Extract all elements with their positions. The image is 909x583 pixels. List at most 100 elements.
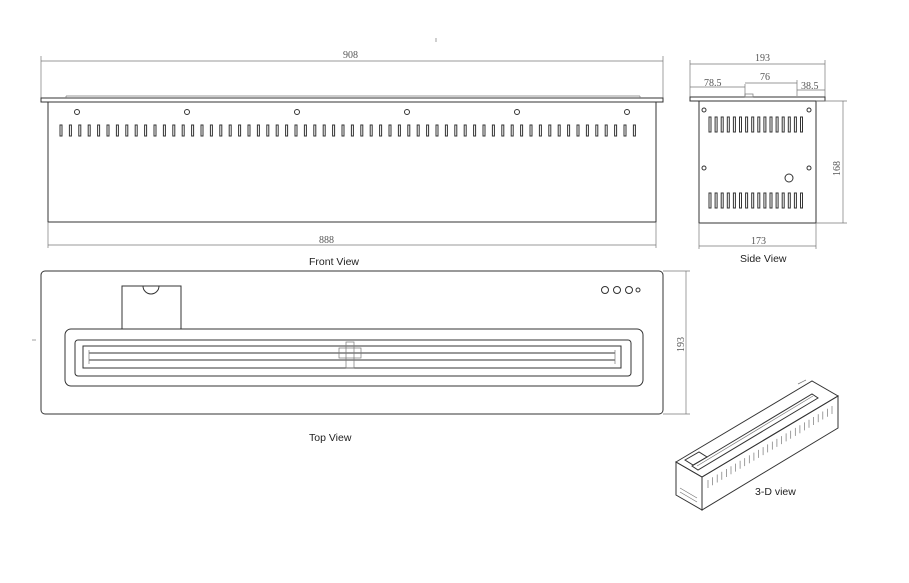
vent-slot xyxy=(482,124,486,137)
vent-slot xyxy=(97,124,101,137)
vent-slot xyxy=(360,124,364,137)
screw-icon xyxy=(624,109,630,115)
vent-slot xyxy=(732,116,736,133)
vent-slot xyxy=(623,124,627,137)
vent-slot xyxy=(181,124,185,137)
vent-slot xyxy=(59,124,63,137)
vent-slot xyxy=(769,192,773,209)
side-dim-top: 193 xyxy=(755,53,770,64)
vent-slot xyxy=(520,124,524,137)
vent-slot xyxy=(162,124,166,137)
vent-slot xyxy=(332,124,336,137)
vent-slot xyxy=(256,124,260,137)
vent-slot xyxy=(209,124,213,137)
front-vent-slots xyxy=(59,124,636,137)
vent-slot xyxy=(763,116,767,133)
button-icon xyxy=(613,286,621,294)
burner-tray xyxy=(64,328,644,387)
vent-slot xyxy=(720,116,724,133)
vent-slot xyxy=(303,124,307,137)
vent-slot xyxy=(266,124,270,137)
side-vent-slots-upper xyxy=(708,116,803,133)
vent-slot xyxy=(200,124,204,137)
vent-slot xyxy=(708,192,712,209)
front-dim-top: 908 xyxy=(343,50,358,61)
screw-icon xyxy=(294,109,300,115)
vent-slot xyxy=(800,192,803,209)
vent-slot xyxy=(322,124,326,137)
vent-slot xyxy=(745,116,749,133)
vent-slot xyxy=(781,192,785,209)
vent-slot xyxy=(726,192,730,209)
vent-slot xyxy=(751,192,755,209)
vent-slot xyxy=(313,124,317,137)
vent-slot xyxy=(294,124,298,137)
vent-slot xyxy=(595,124,599,137)
vent-slot xyxy=(491,124,495,137)
vent-slot xyxy=(275,124,279,137)
side-dim-bottom: 173 xyxy=(751,236,766,247)
vent-slot xyxy=(529,124,533,137)
vent-slot xyxy=(78,124,82,137)
vent-slot xyxy=(238,124,242,137)
vent-slot xyxy=(732,192,736,209)
vent-slot xyxy=(172,124,176,137)
vent-slot xyxy=(501,124,505,137)
side-dim-height: 168 xyxy=(832,161,843,176)
vent-slot xyxy=(228,124,232,137)
vent-slot xyxy=(585,124,589,137)
front-screw-row xyxy=(74,109,630,115)
vent-slot xyxy=(369,124,373,137)
vent-slot xyxy=(793,116,797,133)
vent-slot xyxy=(115,124,119,137)
3d-vent-slots xyxy=(707,406,833,488)
vent-slot xyxy=(714,192,718,209)
vent-slot xyxy=(548,124,552,137)
front-dim-bottom: 888 xyxy=(319,235,334,246)
vent-slot xyxy=(775,116,779,133)
vent-slot xyxy=(726,116,730,133)
screw-icon xyxy=(74,109,80,115)
3d-view-caption: 3-D view xyxy=(755,486,796,498)
screw-icon xyxy=(806,107,812,113)
vent-slot xyxy=(379,124,383,137)
screw-icon xyxy=(514,109,520,115)
vent-slot xyxy=(388,124,392,137)
vent-slot xyxy=(567,124,571,137)
top-dim-height: 193 xyxy=(676,337,687,352)
button-icon xyxy=(601,286,609,294)
side-vent-slots-lower xyxy=(708,192,803,209)
vent-slot xyxy=(341,124,345,137)
vent-slot xyxy=(68,124,72,137)
vent-slot xyxy=(125,124,129,137)
front-view: 908 888 Front View xyxy=(40,50,664,268)
vent-slot xyxy=(757,116,761,133)
side-dim-right: 38.5 xyxy=(801,81,819,92)
vent-slot xyxy=(247,124,251,137)
top-view: 193 Top View xyxy=(40,270,690,444)
screw-icon xyxy=(701,165,707,171)
vent-slot xyxy=(739,192,742,209)
vent-slot xyxy=(350,124,354,137)
vent-slot xyxy=(144,124,148,137)
vent-slot xyxy=(463,124,467,137)
vent-slot xyxy=(763,192,767,209)
vent-slot xyxy=(416,124,420,137)
vent-slot xyxy=(714,116,718,133)
vent-slot xyxy=(708,116,712,133)
vent-slot xyxy=(557,124,561,137)
vent-slot xyxy=(720,192,724,209)
front-view-caption: Front View xyxy=(309,256,359,268)
vent-slot xyxy=(219,124,223,137)
vent-slot xyxy=(435,124,439,137)
vent-slot xyxy=(745,192,749,209)
top-view-caption: Top View xyxy=(309,432,352,444)
vent-slot xyxy=(407,124,411,137)
vent-slot xyxy=(757,192,761,209)
vent-slot xyxy=(538,124,542,137)
screw-icon xyxy=(404,109,410,115)
vent-slot xyxy=(510,124,514,137)
vent-slot xyxy=(769,116,773,133)
vent-slot xyxy=(781,116,785,133)
vent-slot xyxy=(739,116,742,133)
